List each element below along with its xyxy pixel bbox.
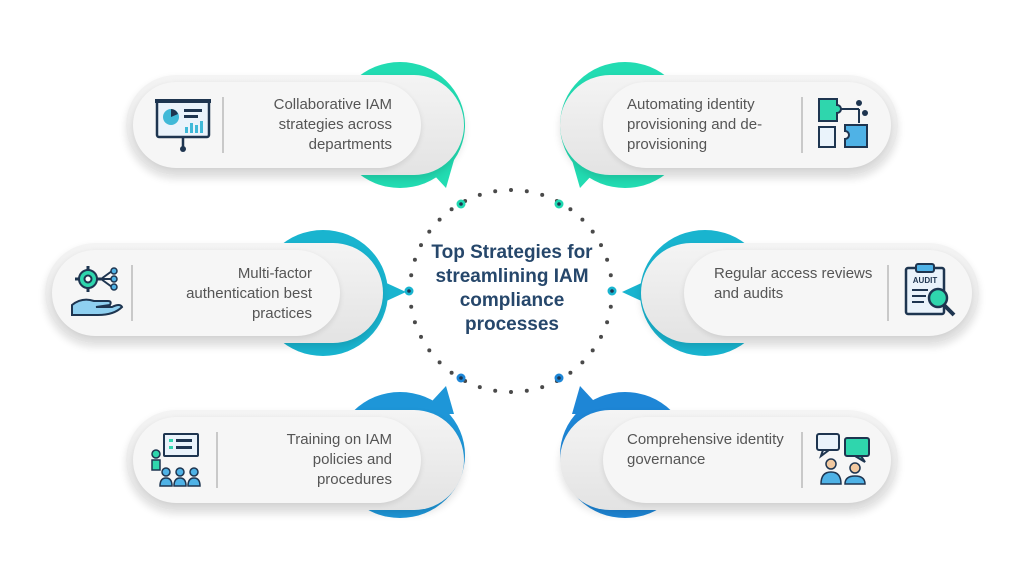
separator-ml	[131, 265, 133, 321]
separator-tr	[801, 97, 803, 153]
card-bl	[133, 417, 421, 503]
ring-dot	[599, 334, 603, 339]
ring-dot	[540, 192, 545, 197]
ring-dot	[580, 217, 585, 222]
card-tr	[603, 82, 891, 168]
separator-bl	[216, 432, 218, 488]
ring-dot	[608, 304, 613, 309]
ring-dot	[540, 385, 545, 390]
audit-clipboard-icon: AUDIT	[904, 263, 956, 317]
ring-dot	[605, 257, 610, 262]
strategy-label-governance: Comprehensive identity governance	[627, 431, 784, 468]
ring-dot	[419, 334, 423, 339]
connector-dot-core	[557, 376, 561, 380]
ring-dot	[493, 189, 498, 194]
ring-dot	[590, 348, 595, 353]
strategy-label-mfa: Multi-factor authentication best practic…	[186, 265, 312, 322]
ring-dot	[524, 189, 529, 194]
ring-dot	[590, 229, 595, 234]
ring-dot	[409, 304, 414, 309]
accent-tail-br	[572, 386, 606, 414]
connector-dot-core	[557, 202, 561, 206]
ring-dot	[427, 348, 432, 353]
ring-dot	[412, 257, 417, 262]
ring-dot	[493, 388, 498, 393]
presentation-board-icon	[155, 99, 211, 152]
ring-dot	[524, 388, 529, 393]
ring-dot	[580, 360, 585, 365]
discussion-icon	[816, 433, 870, 485]
puzzle-network-icon	[818, 98, 868, 148]
strategy-label-training: Training on IAM policies and procedures	[286, 431, 392, 488]
ring-dot	[427, 229, 432, 234]
ring-dot	[449, 207, 454, 212]
ring-dot	[437, 360, 442, 365]
card-ml	[52, 250, 340, 336]
svg-text:AUDIT: AUDIT	[913, 276, 938, 285]
accent-tail-ml	[380, 280, 406, 304]
ring-dot	[509, 188, 513, 192]
ring-dot	[599, 243, 603, 248]
ring-dot	[509, 390, 513, 394]
ring-dot	[477, 385, 482, 390]
ring-dot	[437, 217, 442, 222]
ring-dot	[477, 192, 482, 197]
separator-br	[801, 432, 803, 488]
training-group-icon	[151, 433, 201, 487]
connector-dot-core	[407, 289, 411, 293]
accent-tail-bl	[420, 386, 454, 414]
ring-dot	[449, 370, 454, 375]
separator-mr	[887, 265, 889, 321]
connector-dot-core	[459, 376, 463, 380]
ring-dot	[412, 320, 417, 325]
separator-tl	[222, 97, 224, 153]
strategy-label-collaborative: Collaborative IAM strategies across depa…	[273, 96, 392, 153]
ring-dot	[568, 370, 573, 375]
diagram-title: Top Strategies for streamlining IAM comp…	[431, 242, 593, 335]
connector-dot-core	[610, 289, 614, 293]
card-br	[603, 417, 891, 503]
ring-dot	[419, 243, 423, 248]
gear-hand-icon	[71, 266, 124, 316]
ring-dot	[608, 273, 613, 278]
strategy-label-access-reviews: Regular access reviews and audits	[714, 265, 873, 302]
ring-dot	[605, 320, 610, 325]
connector-dot-core	[459, 202, 463, 206]
ring-dot	[409, 273, 414, 278]
ring-dot	[568, 207, 573, 212]
strategy-label-automating: Automating identity provisioning and de-…	[627, 96, 763, 153]
